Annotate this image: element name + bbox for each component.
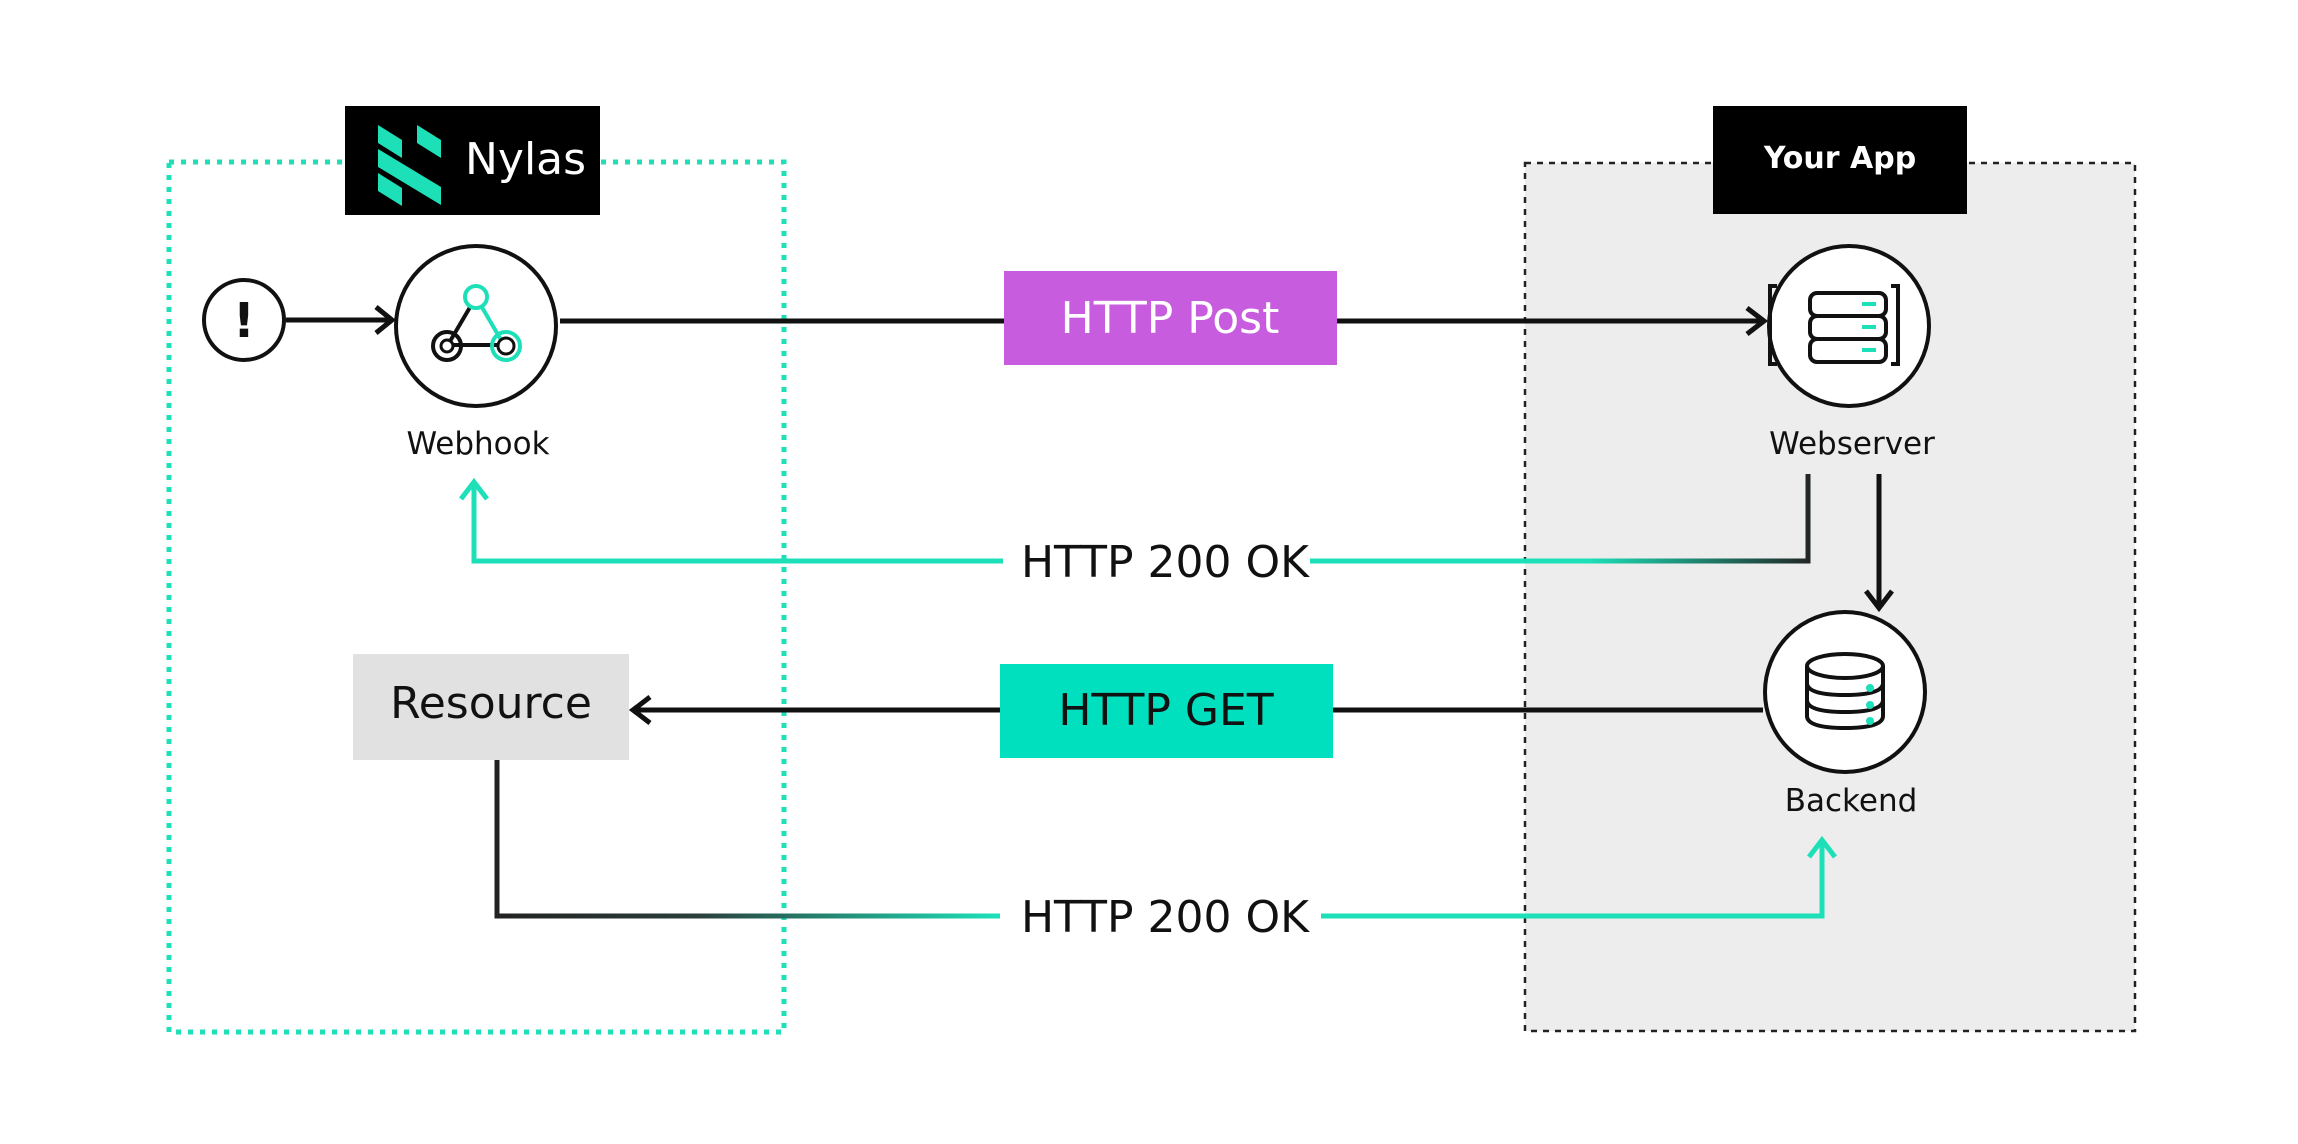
backend-label: Backend bbox=[1785, 783, 1918, 819]
http-get-label: HTTP GET bbox=[1058, 685, 1273, 736]
webhook-label: Webhook bbox=[406, 426, 549, 462]
server-icon bbox=[1768, 284, 1900, 366]
http-200-webhook-label: HTTP 200 OK bbox=[1021, 537, 1310, 588]
nylas-logo-icon bbox=[378, 125, 441, 206]
http-post-label: HTTP Post bbox=[1061, 293, 1280, 344]
webserver-to-backend-arrow bbox=[1864, 474, 1894, 613]
webserver-node: Webserver bbox=[1767, 244, 1935, 462]
alert-icon bbox=[202, 278, 286, 362]
http-get-arrow bbox=[628, 695, 1763, 725]
webhook-icon bbox=[431, 284, 522, 362]
http-get-badge: HTTP GET bbox=[1000, 664, 1333, 758]
webserver-circle bbox=[1767, 244, 1931, 408]
http-get-box bbox=[1000, 664, 1333, 758]
backend-node: Backend bbox=[1763, 610, 1927, 819]
http-post-box bbox=[1004, 271, 1337, 365]
resource-label: Resource bbox=[390, 678, 592, 729]
webhook-node: Webhook bbox=[394, 244, 558, 462]
http-post-arrow bbox=[560, 306, 1769, 336]
webhook-circle bbox=[394, 244, 558, 408]
your-app-title: Your App bbox=[1763, 141, 1916, 176]
http-200-backend-arrow bbox=[494, 760, 1837, 919]
your-app-title-box bbox=[1713, 106, 1967, 214]
your-app-group: Your App bbox=[1523, 106, 2137, 1033]
http-200-webhook-arrow bbox=[459, 474, 1811, 564]
webserver-label: Webserver bbox=[1769, 426, 1935, 462]
nylas-brand-name: Nylas bbox=[465, 134, 586, 185]
database-icon bbox=[1805, 652, 1885, 731]
resource-node: Resource bbox=[353, 654, 629, 760]
http-200-backend-label: HTTP 200 OK bbox=[1021, 892, 1310, 943]
alert-glyph: ! bbox=[233, 293, 255, 349]
resource-box bbox=[353, 654, 629, 760]
alert-to-webhook-arrow bbox=[286, 305, 396, 335]
backend-circle bbox=[1763, 610, 1927, 774]
nylas-container bbox=[166, 159, 787, 1035]
http-post-badge: HTTP Post bbox=[1004, 271, 1337, 365]
event-node: ! bbox=[202, 278, 286, 362]
nylas-group: Nylas bbox=[166, 106, 787, 1035]
